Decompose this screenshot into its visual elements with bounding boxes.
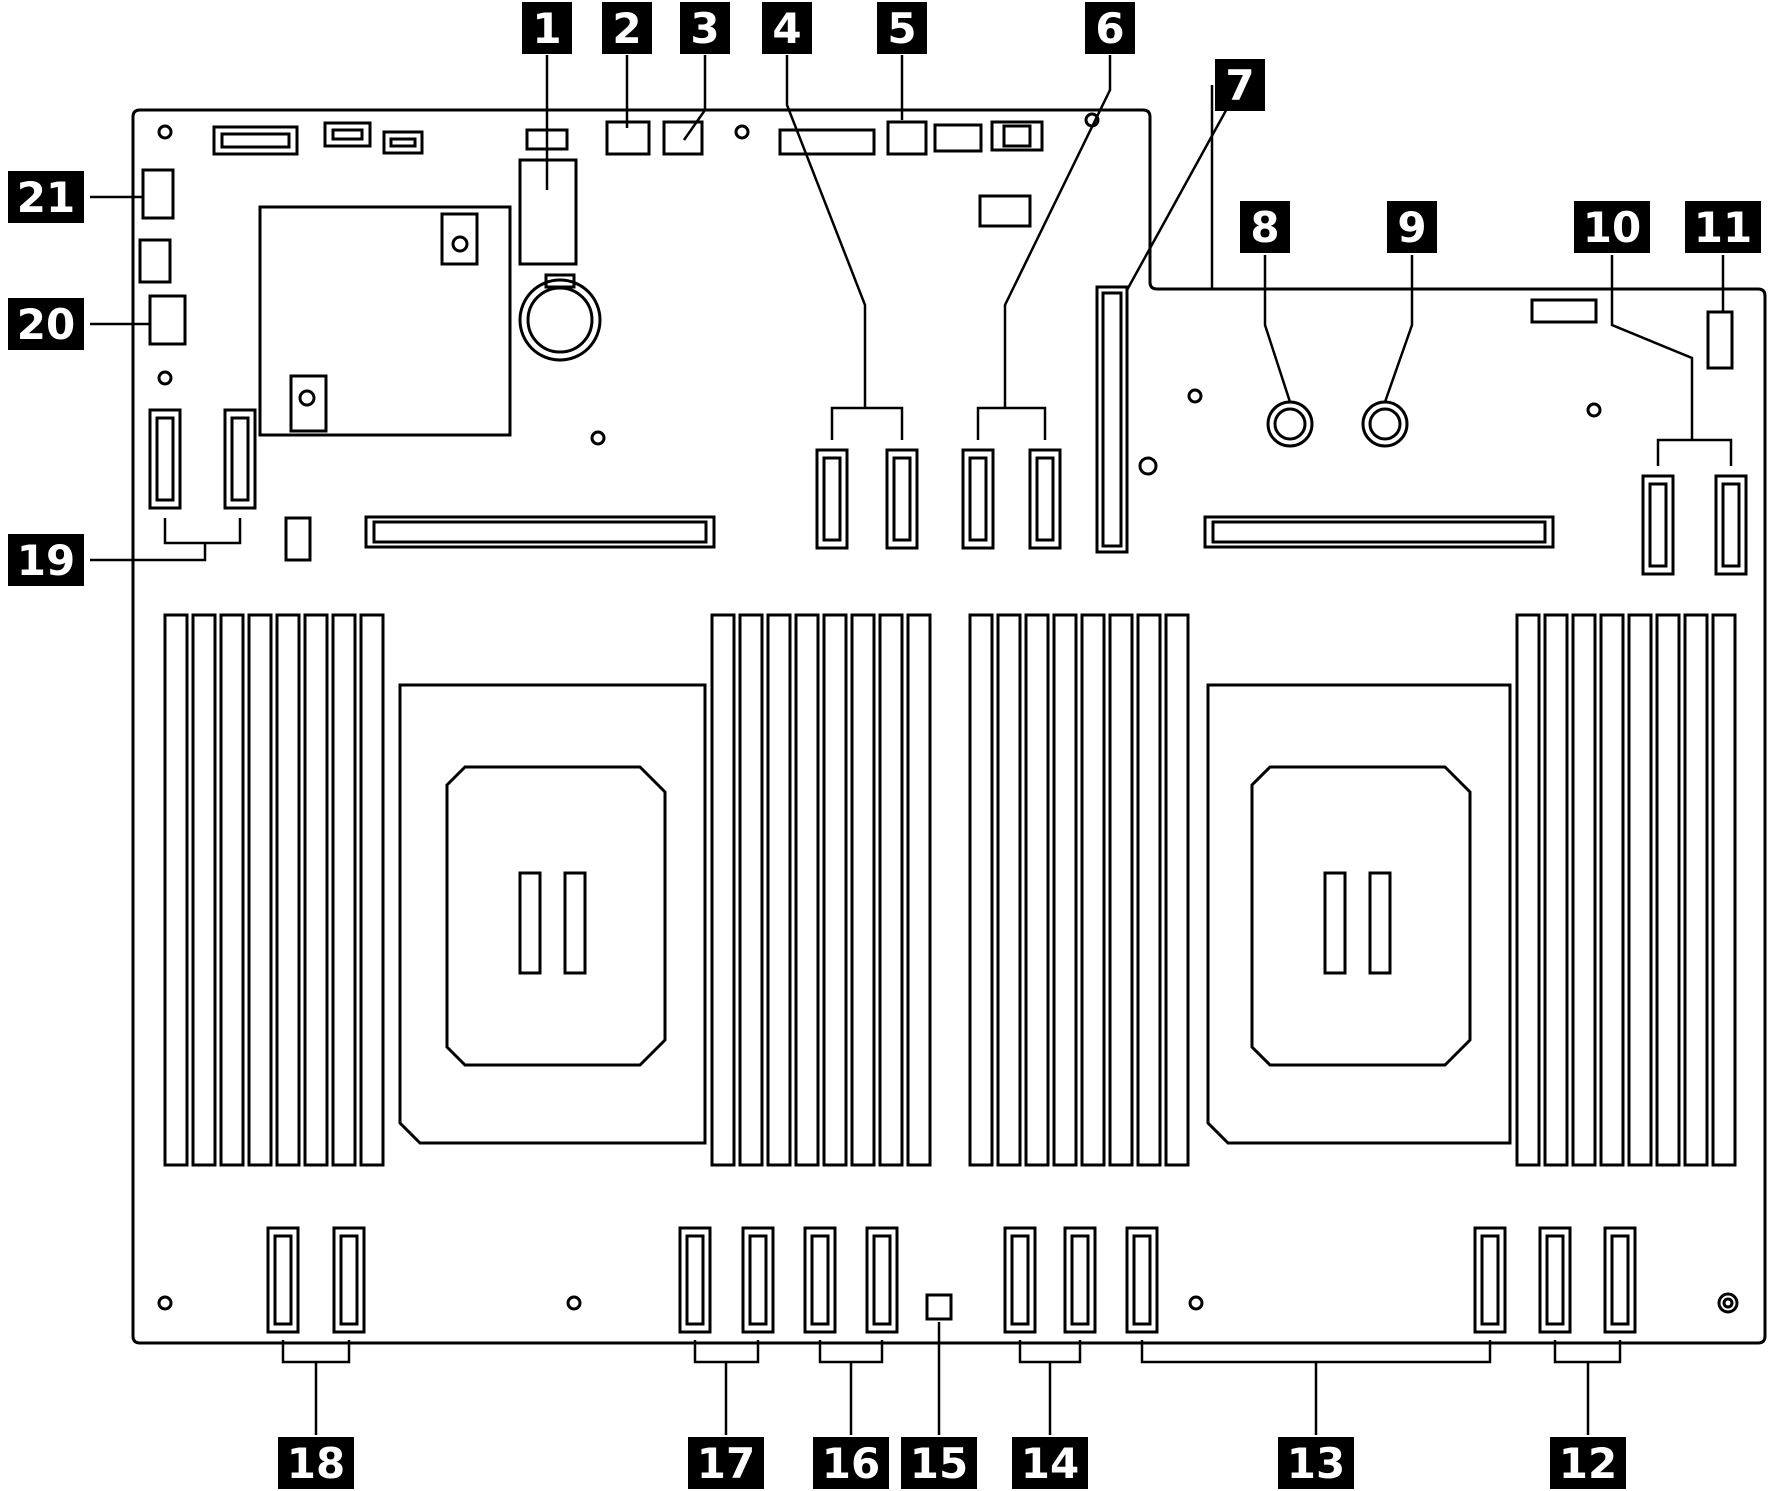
callout-badge: [1240, 201, 1290, 253]
callout-number: 4: [772, 4, 801, 53]
callout-number: 21: [17, 173, 75, 222]
callout-number: 16: [822, 1439, 880, 1488]
processor-socket-1: [398, 683, 707, 1145]
callout-1: 1: [522, 2, 572, 54]
callout-6: 6: [1085, 2, 1135, 54]
callout-badge: [877, 2, 927, 54]
callout-number: 6: [1095, 4, 1124, 53]
callout-13: 13: [1278, 1437, 1354, 1489]
dimm-bank-4: [1515, 613, 1737, 1167]
callout-badge: [1012, 1437, 1088, 1489]
callout-10: 10: [1574, 201, 1650, 253]
horizontal-slots: [364, 515, 1555, 549]
callout-badge: [602, 2, 652, 54]
callout-number: 12: [1559, 1439, 1617, 1488]
callout-number: 20: [17, 300, 75, 349]
callout-number: 9: [1397, 203, 1426, 252]
callout-number: 13: [1287, 1439, 1345, 1488]
callout-badge: [1215, 59, 1265, 111]
callout-7: 7: [1215, 59, 1265, 111]
callout-19: 19: [8, 534, 84, 586]
callout-number: 3: [690, 4, 719, 53]
callout-badge: [1387, 201, 1437, 253]
callout-badge: [1685, 201, 1761, 253]
callout-number: 2: [612, 4, 641, 53]
callout-badge: [1550, 1437, 1626, 1489]
dimm-bank-2: [710, 613, 932, 1167]
callout-18: 18: [278, 1437, 354, 1489]
callout-number: 17: [697, 1439, 755, 1488]
callout-20: 20: [8, 298, 84, 350]
callout-4: 4: [762, 2, 812, 54]
callout-3: 3: [680, 2, 730, 54]
processor-socket-2: [1206, 683, 1512, 1145]
callout-badge: [8, 171, 84, 223]
callout-9: 9: [1387, 201, 1437, 253]
callout-badge: [8, 298, 84, 350]
callout-number: 10: [1583, 203, 1641, 252]
callout-badge: [680, 2, 730, 54]
mcio-bottom: [157, 1226, 1739, 1334]
callout-12: 12: [1550, 1437, 1626, 1489]
board-outline: [131, 108, 1767, 1345]
riser-slot: [1095, 285, 1129, 554]
callout-badge: [1278, 1437, 1354, 1489]
top-connectors: [157, 112, 1100, 156]
misc-parts: [978, 194, 1734, 476]
callout-number: 14: [1021, 1439, 1079, 1488]
callout-badge: [278, 1437, 354, 1489]
callout-number: 1: [532, 4, 561, 53]
callout-number: 19: [17, 536, 75, 585]
callout-number: 5: [887, 4, 916, 53]
callout-17: 17: [688, 1437, 764, 1489]
callout-badge: [813, 1437, 889, 1489]
callout-15: 15: [901, 1437, 977, 1489]
top-left-module: [258, 158, 606, 446]
callout-badge: [1085, 2, 1135, 54]
callout-badge: [901, 1437, 977, 1489]
callout-14: 14: [1012, 1437, 1088, 1489]
callout-11: 11: [1685, 201, 1761, 253]
callout-badge: [8, 534, 84, 586]
callout-21: 21: [8, 171, 84, 223]
callout-number: 8: [1250, 203, 1279, 252]
callout-8: 8: [1240, 201, 1290, 253]
callout-16: 16: [813, 1437, 889, 1489]
dimm-bank-3: [968, 613, 1190, 1167]
leader-lines: [90, 55, 1733, 1435]
callout-number: 15: [910, 1439, 968, 1488]
callout-number: 11: [1694, 203, 1752, 252]
callout-2: 2: [602, 2, 652, 54]
callout-badge: [762, 2, 812, 54]
callout-number: 7: [1225, 61, 1254, 110]
dimm-bank-1: [163, 613, 385, 1167]
left-connectors: [138, 168, 312, 562]
callout-badge: [688, 1437, 764, 1489]
mcio-top: [148, 408, 1748, 576]
callout-badge: [522, 2, 572, 54]
callout-5: 5: [877, 2, 927, 54]
callout-number: 18: [287, 1439, 345, 1488]
callout-badge: [1574, 201, 1650, 253]
